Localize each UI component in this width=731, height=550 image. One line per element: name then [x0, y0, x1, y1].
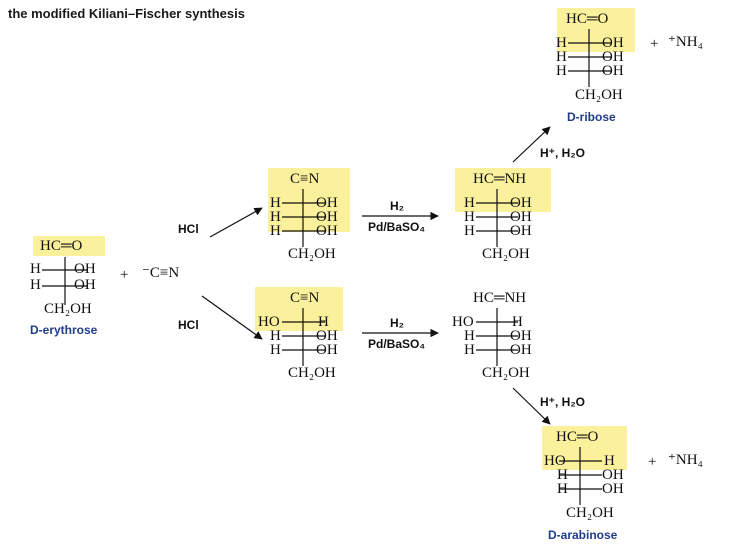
ribose-c2-h: H: [556, 35, 567, 51]
plus-sign-arabinose: +: [648, 454, 657, 470]
cyanohydrin-top-nitrile: C≡N: [290, 171, 320, 187]
cyanohydrin-bottom-c4-h: H: [270, 342, 281, 358]
ammonium-arabinose: ⁺NH₄: [668, 452, 703, 468]
plus-sign-ribose: +: [650, 36, 659, 52]
cyanohydrin-top-c2-h: H: [270, 195, 281, 211]
imine-bottom-c3-oh: OH: [510, 328, 532, 344]
arabinose-c3-h: H: [557, 467, 568, 483]
imine-bottom-c2-ho: HO: [452, 314, 474, 330]
arabinose-c4-oh: OH: [602, 481, 624, 497]
cyanohydrin-bottom-ch2oh: CH₂OH: [288, 365, 336, 381]
arabinose-c2-h: H: [604, 453, 615, 469]
ribose-aldehyde: HC═O: [566, 11, 609, 27]
arabinose-c4-h: H: [557, 481, 568, 497]
erythrose-c3-oh: OH: [74, 277, 96, 293]
cyanohydrin-top-c2-oh: OH: [316, 195, 338, 211]
plus-sign-cyanide: +: [120, 267, 129, 283]
catalyst-label-bottom: Pd/BaSO₄: [368, 337, 426, 351]
arabinose-c3-oh: OH: [602, 467, 624, 483]
imine-bottom-c4-h: H: [464, 342, 475, 358]
h2-label-top: H₂: [390, 199, 404, 213]
imine-top-ch2oh: CH₂OH: [482, 246, 530, 262]
cyanohydrin-top-c4-oh: OH: [316, 223, 338, 239]
cyanohydrin-top-ch2oh: CH₂OH: [288, 246, 336, 262]
highlight-ribose: [557, 8, 635, 52]
imine-bottom-c2-h: H: [512, 314, 523, 330]
hydrolysis-label-top: H⁺, H₂O: [540, 146, 585, 160]
imine-bottom-c4-oh: OH: [510, 342, 532, 358]
arabinose-ch2oh: CH₂OH: [566, 505, 614, 521]
ribose-c3-oh: OH: [602, 49, 624, 65]
cyanohydrin-bottom-c2-ho: HO: [258, 314, 280, 330]
highlight-imine-top: [455, 168, 551, 212]
imine-top-c3-oh: OH: [510, 209, 532, 225]
erythrose-name: D-erythrose: [30, 323, 98, 337]
highlight-cyanohydrin-top: [268, 168, 350, 232]
highlight-erythrose-aldehyde: [33, 236, 105, 256]
highlight-arabinose: [542, 426, 627, 470]
hcl-label-top: HCl: [178, 222, 199, 236]
cyanide-ion: ⁻C≡N: [142, 265, 180, 281]
ribose-c4-oh: OH: [602, 63, 624, 79]
ribose-c3-h: H: [556, 49, 567, 65]
imine-top-c3-h: H: [464, 209, 475, 225]
imine-top-c2-oh: OH: [510, 195, 532, 211]
imine-bottom-c3-h: H: [464, 328, 475, 344]
catalyst-label-top: Pd/BaSO₄: [368, 220, 426, 234]
cyanohydrin-top-c3-h: H: [270, 209, 281, 225]
cyanohydrin-bottom-c2-h: H: [318, 314, 329, 330]
cyanohydrin-top-c3-oh: OH: [316, 209, 338, 225]
ribose-name: D-ribose: [567, 110, 616, 124]
arabinose-aldehyde: HC═O: [556, 429, 599, 445]
diagram-title: the modified Kiliani–Fischer synthesis: [8, 6, 245, 21]
erythrose-c2-oh: OH: [74, 261, 96, 277]
erythrose-c3-h: H: [30, 277, 41, 293]
cyanohydrin-bottom-c3-oh: OH: [316, 328, 338, 344]
ribose-ch2oh: CH₂OH: [575, 87, 623, 103]
erythrose-ch2oh: CH₂OH: [44, 301, 92, 317]
cyanohydrin-bottom-nitrile: C≡N: [290, 290, 320, 306]
hydrolysis-label-bottom: H⁺, H₂O: [540, 395, 585, 409]
ribose-c4-h: H: [556, 63, 567, 79]
imine-bottom-head: HC═NH: [473, 290, 527, 306]
arabinose-name: D-arabinose: [548, 528, 618, 542]
imine-top-c4-oh: OH: [510, 223, 532, 239]
hcl-label-bottom: HCl: [178, 318, 199, 332]
cyanohydrin-bottom-c4-oh: OH: [316, 342, 338, 358]
imine-top-head: HC═NH: [473, 171, 527, 187]
imine-bottom-ch2oh: CH₂OH: [482, 365, 530, 381]
erythrose-aldehyde: HC═O: [40, 238, 83, 254]
imine-top-c4-h: H: [464, 223, 475, 239]
imine-top-c2-h: H: [464, 195, 475, 211]
ribose-c2-oh: OH: [602, 35, 624, 51]
cyanohydrin-top-c4-h: H: [270, 223, 281, 239]
arabinose-c2-ho: HO: [544, 453, 566, 469]
highlight-cyanohydrin-bottom: [255, 287, 343, 331]
ammonium-ribose: ⁺NH₄: [668, 34, 703, 50]
erythrose-c2-h: H: [30, 261, 41, 277]
cyanohydrin-bottom-c3-h: H: [270, 328, 281, 344]
h2-label-bottom: H₂: [390, 316, 404, 330]
